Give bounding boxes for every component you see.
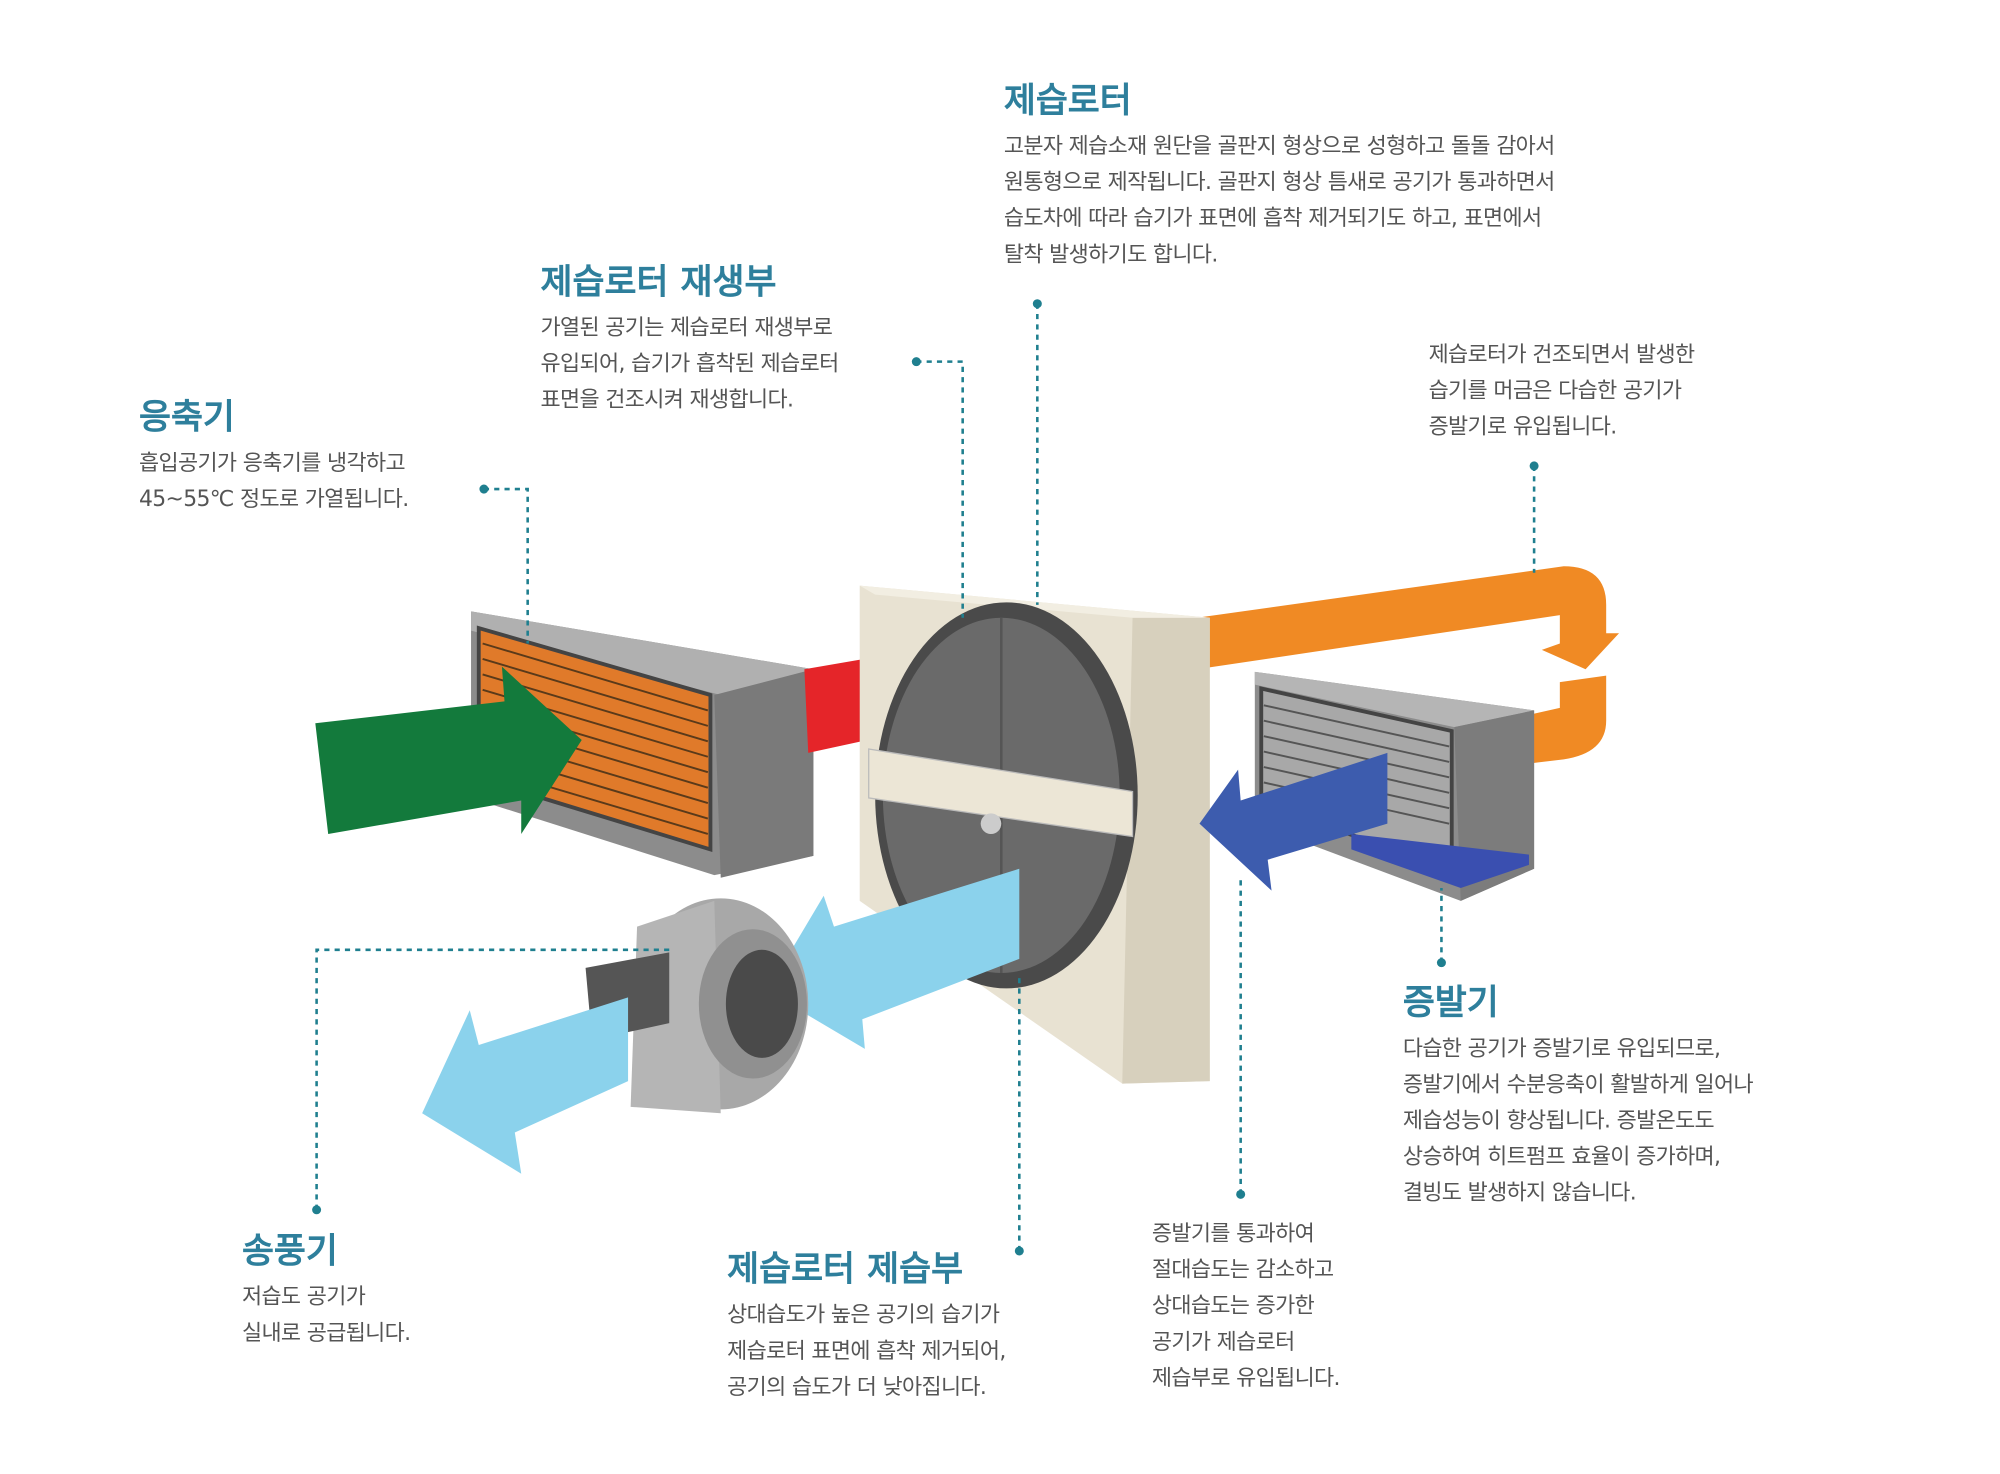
fan-description: 송풍기 저습도 공기가 실내로 공급됩니다.: [242, 1230, 411, 1351]
humid-air-line: 습기를 머금은 다습한 공기가: [1428, 378, 1682, 405]
rotor-line: 원통형으로 제작됩니다. 골판지 형상 틈새로 공기가 통과하면서: [1003, 169, 1555, 196]
condenser-line: 45~55℃ 정도로 가열됩니다.: [138, 486, 409, 513]
condenser-line: 흡입공기가 응축기를 냉각하고: [138, 450, 406, 477]
green-intake-arrow: [315, 666, 582, 834]
regen-line: 표면을 건조시켜 재생합니다.: [540, 387, 794, 414]
humid-air-line: 제습로터가 건조되면서 발생한: [1428, 342, 1696, 369]
regen-title: 제습로터 재생부: [540, 262, 777, 303]
evaporator-description: 증발기 다습한 공기가 증발기로 유입되므로, 증발기에서 수분응축이 활발하게…: [1402, 982, 1754, 1211]
dehum-title: 제습로터 제습부: [727, 1249, 964, 1290]
evaporator-line: 다습한 공기가 증발기로 유입되므로,: [1402, 1036, 1721, 1062]
evap-pass-line: 상대습도는 증가한: [1151, 1293, 1315, 1320]
evaporator-line: 상승하여 히트펌프 효율이 증가하며,: [1402, 1144, 1721, 1170]
evap-pass-line: 제습부로 유입됩니다.: [1151, 1365, 1341, 1392]
blower-fan: [585, 898, 809, 1114]
fan-line: 실내로 공급됩니다.: [241, 1320, 411, 1347]
leader-dots: [312, 299, 1539, 1256]
light-blue-dry-air-arrow: [767, 868, 1020, 1049]
orange-humid-air-arrow: [1196, 566, 1620, 764]
evaporator-title: 증발기: [1402, 983, 1499, 1024]
light-blue-supply-arrow: [422, 997, 629, 1174]
regen-description: 제습로터 재생부 가열된 공기는 제습로터 재생부로 유입되어, 습기가 흡착된…: [540, 261, 840, 418]
condenser-title: 응축기: [138, 397, 235, 438]
evap-pass-line: 절대습도는 감소하고: [1151, 1257, 1334, 1284]
evap-pass-description: 증발기를 통과하여 절대습도는 감소하고 상대습도는 증가한 공기가 제습로터 …: [1151, 1216, 1341, 1396]
regen-line: 가열된 공기는 제습로터 재생부로: [540, 315, 833, 342]
humid-air-description: 제습로터가 건조되면서 발생한 습기를 머금은 다습한 공기가 증발기로 유입됩…: [1428, 337, 1696, 445]
dehum-line: 상대습도가 높은 공기의 습기가: [727, 1302, 1000, 1329]
dehum-line: 제습로터 표면에 흡착 제거되어,: [727, 1338, 1006, 1365]
blue-cold-air-arrow: [1199, 752, 1388, 891]
rotor-line: 탈착 발생하기도 합니다.: [1003, 241, 1218, 268]
condenser-description: 응축기 흡입공기가 응축기를 냉각하고 45~55℃ 정도로 가열됩니다.: [139, 396, 409, 517]
dehum-line: 공기의 습도가 더 낮아집니다.: [727, 1374, 987, 1401]
fan-title: 송풍기: [241, 1231, 338, 1272]
evaporator-line: 제습성능이 향상됩니다. 증발온도도: [1402, 1108, 1715, 1134]
evaporator-line: 결빙도 발생하지 않습니다.: [1402, 1180, 1637, 1206]
rotor-title: 제습로터: [1003, 81, 1132, 121]
rotor-line: 습도차에 따라 습기가 표면에 흡착 제거되기도 하고, 표면에서: [1003, 205, 1542, 232]
evap-pass-line: 공기가 제습로터: [1151, 1329, 1295, 1356]
evaporator-line: 증발기에서 수분응축이 활발하게 일어나: [1402, 1072, 1754, 1098]
regen-line: 유입되어, 습기가 흡착된 제습로터: [540, 351, 840, 378]
evap-pass-line: 증발기를 통과하여: [1151, 1221, 1315, 1248]
dehum-description: 제습로터 제습부 상대습도가 높은 공기의 습기가 제습로터 표면에 흡착 제거…: [727, 1248, 1006, 1405]
humid-air-line: 증발기로 유입됩니다.: [1428, 414, 1618, 441]
desiccant-rotor: [859, 585, 1210, 1084]
rotor-description: 제습로터 고분자 제습소재 원단을 골판지 형상으로 성형하고 돌돌 감아서 원…: [1004, 80, 1555, 273]
rotor-line: 고분자 제습소재 원단을 골판지 형상으로 성형하고 돌돌 감아서: [1003, 133, 1555, 160]
fan-line: 저습도 공기가: [241, 1284, 366, 1311]
